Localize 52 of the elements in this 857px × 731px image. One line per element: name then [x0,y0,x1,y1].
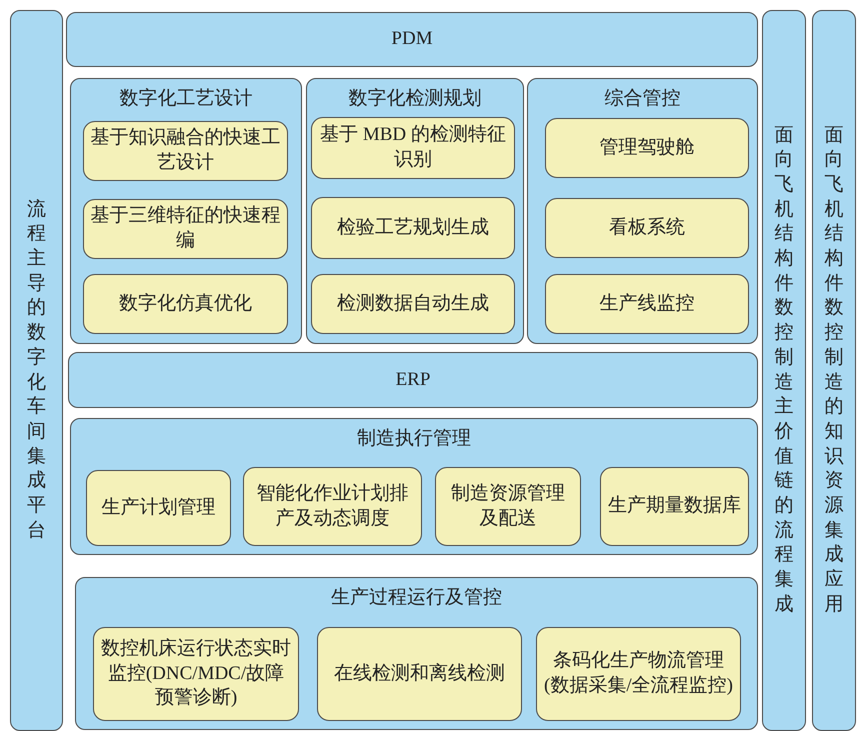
module-box [536,627,741,721]
module-box [311,274,515,334]
box-label: 管理驾驶舱 [598,136,696,160]
module-box [83,199,288,259]
box-label: 面向飞机结构件数控制造的知识资源集成应用 [824,124,844,617]
box-label: 生产期量数据库 [607,494,742,518]
box-label: 基于三维特征的快速程编 [90,204,282,253]
box-label: 条码化生产物流管理(数据采集/全流程监控) [543,649,734,698]
box-label: 检测数据自动生成 [336,292,490,316]
box-label: 智能化作业计划排产及动态调度 [256,482,410,530]
box-label: 看板系统 [608,216,686,240]
module-box [545,118,749,178]
group-heading: 生产过程运行及管控 [330,586,503,610]
box-label: 制造资源管理及配送 [450,482,566,530]
box-label: PDM [390,27,434,52]
module-box [86,470,231,546]
group-heading: 数字化检测规划 [348,87,482,111]
module-box [311,197,515,259]
layer-box [66,12,758,67]
module-box [243,467,422,546]
box-label: ERP [394,368,432,392]
box-label: 生产线监控 [598,292,696,316]
layer-box [812,10,856,731]
group-panel [306,78,524,344]
module-box [600,467,749,546]
box-label: 基于知识融合的快速工艺设计 [90,126,282,175]
box-label: 数控机床运行状态实时监控(DNC/MDC/故障预警诊断) [100,636,292,710]
module-box [83,121,288,181]
module-box [435,467,581,546]
box-label: 数字化仿真优化 [118,292,253,316]
box-label: 流程主导的数字化车间集成平台 [27,198,46,543]
module-box [83,274,288,334]
group-panel [70,418,758,555]
layer-box [10,10,63,731]
module-box [545,274,749,334]
box-label: 在线检测和离线检测 [333,662,506,686]
module-box [545,198,749,258]
group-heading: 数字化工艺设计 [118,87,254,111]
module-box [317,627,522,721]
module-box [93,627,299,721]
box-label: 基于 MBD 的检测特征识别 [319,123,507,172]
layer-box [762,10,806,731]
box-label: 生产计划管理 [100,496,216,520]
group-heading: 综合管控 [604,87,682,111]
group-heading: 制造执行管理 [356,427,472,451]
group-panel [527,78,758,344]
box-label: 检验工艺规划生成 [336,216,490,240]
layer-box [68,352,758,408]
module-box [311,117,515,179]
group-panel [70,78,302,344]
group-panel [75,577,758,730]
box-label: 面向飞机结构件数控制造主价值链的流程集成 [774,124,794,617]
